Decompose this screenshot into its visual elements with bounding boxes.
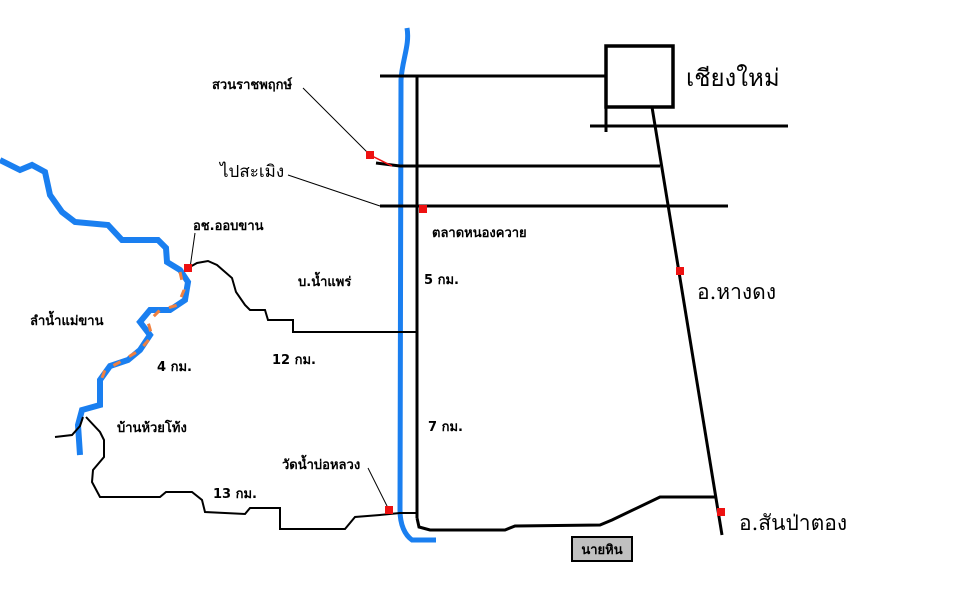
roads — [54, 44, 788, 536]
label-distance-5km: 5 กม. — [424, 273, 459, 288]
ping-river — [397, 27, 436, 543]
label-chiang-mai: เชียงใหม่ — [686, 64, 780, 92]
nai-hin-button[interactable]: นายหิน — [571, 536, 633, 562]
label-san-pa-tong: อ.สันป่าตอง — [739, 511, 848, 535]
label-distance-12km: 12 กม. — [272, 353, 316, 368]
marker-hang-dong — [676, 267, 684, 275]
markers — [184, 151, 725, 516]
label-op-khan: อช.ออบขาน — [193, 219, 264, 234]
label-distance-7km: 7 กม. — [428, 420, 463, 435]
marker-san-pa-tong — [717, 508, 725, 516]
label-talat-nong-khwai: ตลาดหนองควาย — [432, 226, 527, 241]
label-to-samoeng: ไปสะเมิง — [220, 162, 285, 182]
marker-wat-nam-bo-luang — [385, 506, 393, 514]
label-wat-nam-bo-luang: วัดน้ำบ่อหลวง — [282, 458, 361, 473]
marker-op-khan — [184, 264, 192, 272]
label-lam-nam-mae-khan: ลำน้ำแม่ขาน — [30, 314, 104, 329]
label-hang-dong: อ.หางดง — [697, 280, 777, 304]
label-distance-13km: 13 กม. — [213, 487, 257, 502]
marker-talat-nong-khwai — [419, 205, 427, 213]
leader-lines — [189, 87, 389, 509]
label-distance-4km: 4 กม. — [157, 360, 192, 375]
label-ban-huai-tong: บ้านห้วยโท้ง — [117, 421, 187, 436]
label-ban-nam-phrae: บ.น้ำแพร่ — [298, 275, 352, 290]
label-suan-ratchaphruek: สวนราชพฤกษ์ — [212, 78, 293, 93]
marker-suan-ratchaphruek — [366, 151, 374, 159]
mae-khan-river — [0, 157, 192, 456]
trail-dashes — [100, 271, 186, 379]
